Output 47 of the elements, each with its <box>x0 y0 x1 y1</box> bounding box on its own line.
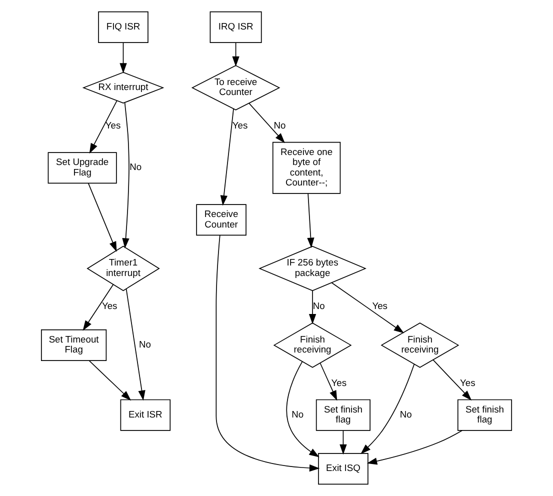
edge-label: No <box>130 162 142 172</box>
arrow <box>366 430 463 465</box>
edge-label: Yes <box>232 120 248 130</box>
edge-label: Yes <box>102 301 118 312</box>
arrow <box>120 42 127 74</box>
node-box: Receive Counter <box>196 204 246 236</box>
arrow <box>220 108 234 206</box>
node-box: FIQ ISR <box>98 11 148 43</box>
node-diamond: To receive Counter <box>191 65 280 110</box>
arrow <box>320 362 338 401</box>
edge-label: No <box>292 409 304 420</box>
node-box: Set Timeout Flag <box>40 329 107 361</box>
arrow <box>89 100 118 154</box>
node-box: Exit ISR <box>120 399 171 431</box>
arrow <box>216 235 320 472</box>
arrow <box>360 364 415 454</box>
arrow <box>82 284 114 331</box>
node-diamond: IF 256 bytes package <box>258 246 366 292</box>
arrow <box>331 282 404 334</box>
node-box: Receive one byte of content, Counter--; <box>272 142 341 194</box>
arrow <box>340 430 347 455</box>
node-box: IRQ ISR <box>210 11 262 43</box>
arrow <box>307 193 314 248</box>
arrow <box>248 102 285 144</box>
edge-label: Yes <box>105 120 121 130</box>
node-diamond: RX interrupt <box>82 72 164 104</box>
node-box: Set finish flag <box>457 399 512 431</box>
edge-label: No <box>312 301 325 312</box>
edge-label: Yes <box>460 378 476 388</box>
arrow <box>88 182 117 252</box>
arrow <box>232 42 240 67</box>
node-box: Exit ISQ <box>318 453 368 485</box>
arrow <box>122 102 130 248</box>
node-box: Set Upgrade Flag <box>48 152 117 184</box>
node-box: Set finish flag <box>316 399 370 431</box>
edge-label: No <box>274 120 286 130</box>
edge-label: Yes <box>372 301 388 312</box>
node-diamond: Finish receiving <box>273 322 352 368</box>
arrow <box>432 359 472 400</box>
edge-label: No <box>400 409 412 420</box>
arrow <box>308 290 316 324</box>
arrow <box>88 360 132 401</box>
arrow <box>286 361 320 458</box>
arrow <box>126 288 146 401</box>
node-diamond: Timer1 interrupt <box>86 246 160 292</box>
edge-label: No <box>139 340 151 350</box>
edge-label: Yes <box>331 378 347 388</box>
